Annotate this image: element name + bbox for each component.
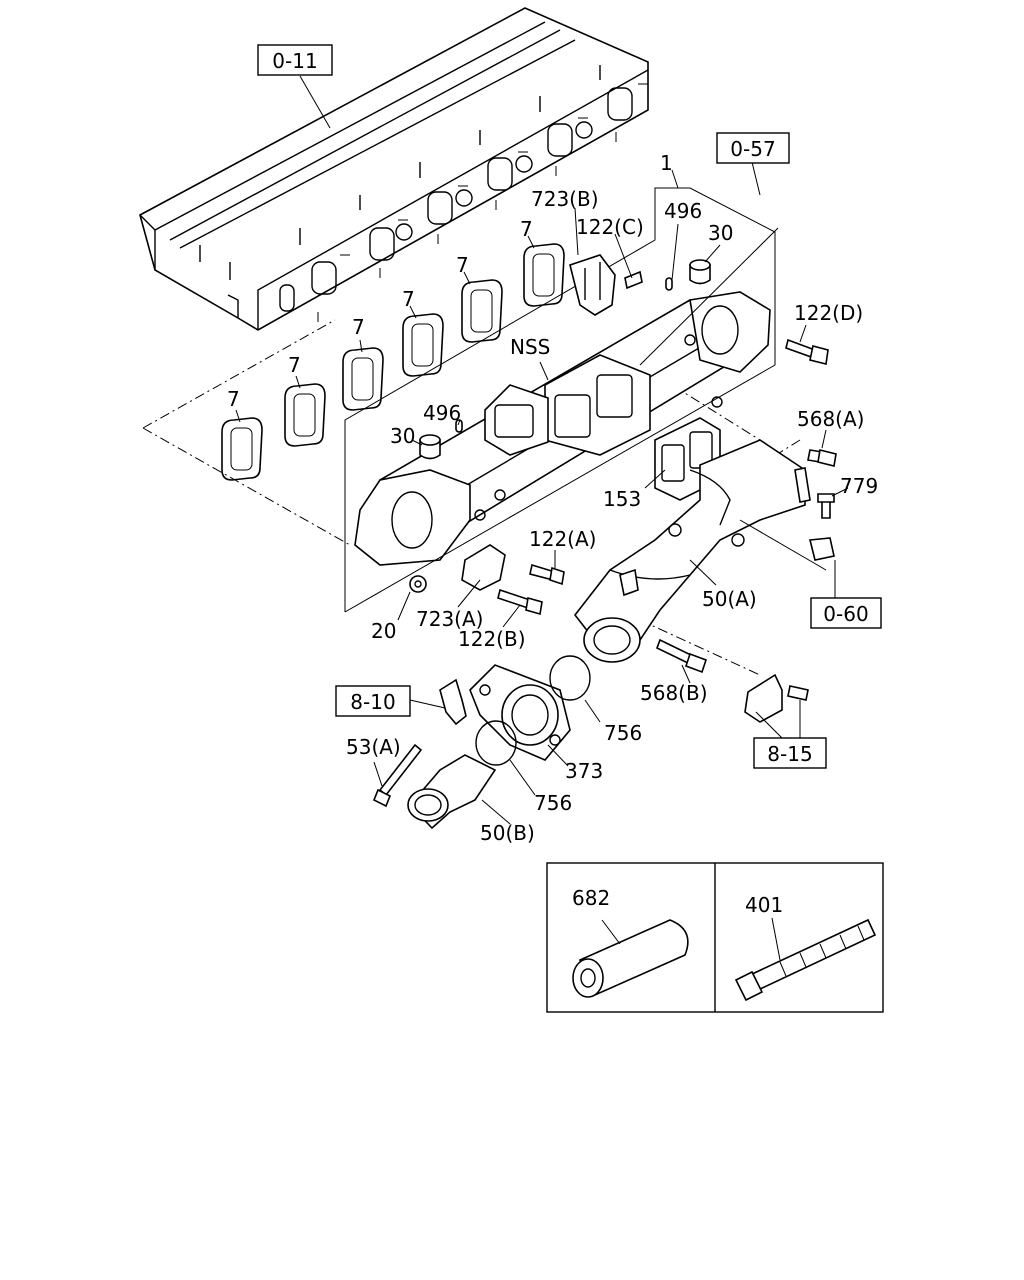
label-nss: NSS [510,335,550,359]
label-7-4: 7 [352,315,365,339]
label-496-left: 496 [423,401,461,425]
label-153: 153 [603,487,641,511]
ref-box-0-11[interactable]: 0-11 [257,44,333,76]
outlet-pipe-50a [573,439,811,663]
label-7-6: 7 [227,387,240,411]
svg-text:0-60: 0-60 [823,602,868,626]
label-1: 1 [660,151,673,175]
label-20: 20 [371,619,396,643]
label-7-3: 7 [402,287,415,311]
label-682: 682 [572,886,610,910]
ref-box-0-60[interactable]: 0-60 [810,597,882,629]
label-30-top: 30 [708,221,733,245]
label-7-1: 7 [520,217,533,241]
label-756-upper: 756 [604,721,642,745]
bolts [372,270,837,808]
label-7-2: 7 [456,253,469,277]
pipe-50b [407,754,497,830]
label-50b: 50(B) [480,821,535,845]
exhaust-manifold [354,291,771,566]
label-122d: 122(D) [794,301,863,325]
label-723a: 723(A) [416,607,483,631]
label-122c: 122(C) [576,215,644,239]
svg-text:8-15: 8-15 [767,742,812,766]
label-50a: 50(A) [702,587,757,611]
label-401: 401 [745,893,783,917]
label-568a: 568(A) [797,407,864,431]
bracket-723 [461,254,616,591]
label-779: 779 [840,474,878,498]
optional-parts-box [546,862,884,1013]
cylinder-head-drawing [139,7,649,331]
label-7-5: 7 [288,353,301,377]
label-30-left: 30 [390,424,415,448]
label-496-top: 496 [664,199,702,223]
ref-box-8-10[interactable]: 8-10 [335,685,411,717]
part-labels: 1 7 7 7 7 7 7 723(B) 122(C) 496 30 122(D… [227,151,878,917]
manifold-gaskets [221,243,565,481]
label-723b: 723(B) [531,187,599,211]
ref-box-0-57[interactable]: 0-57 [716,132,790,164]
label-53a: 53(A) [346,735,401,759]
svg-text:0-57: 0-57 [730,137,775,161]
label-756-lower: 756 [534,791,572,815]
ref-box-8-15[interactable]: 8-15 [753,737,827,769]
label-122b: 122(B) [458,627,526,651]
svg-text:8-10: 8-10 [350,690,395,714]
label-122a: 122(A) [529,527,596,551]
label-373: 373 [565,759,603,783]
housing-373 [469,664,571,761]
plug-30 [419,259,711,460]
svg-text:0-11: 0-11 [272,49,317,73]
label-568b: 568(B) [640,681,708,705]
